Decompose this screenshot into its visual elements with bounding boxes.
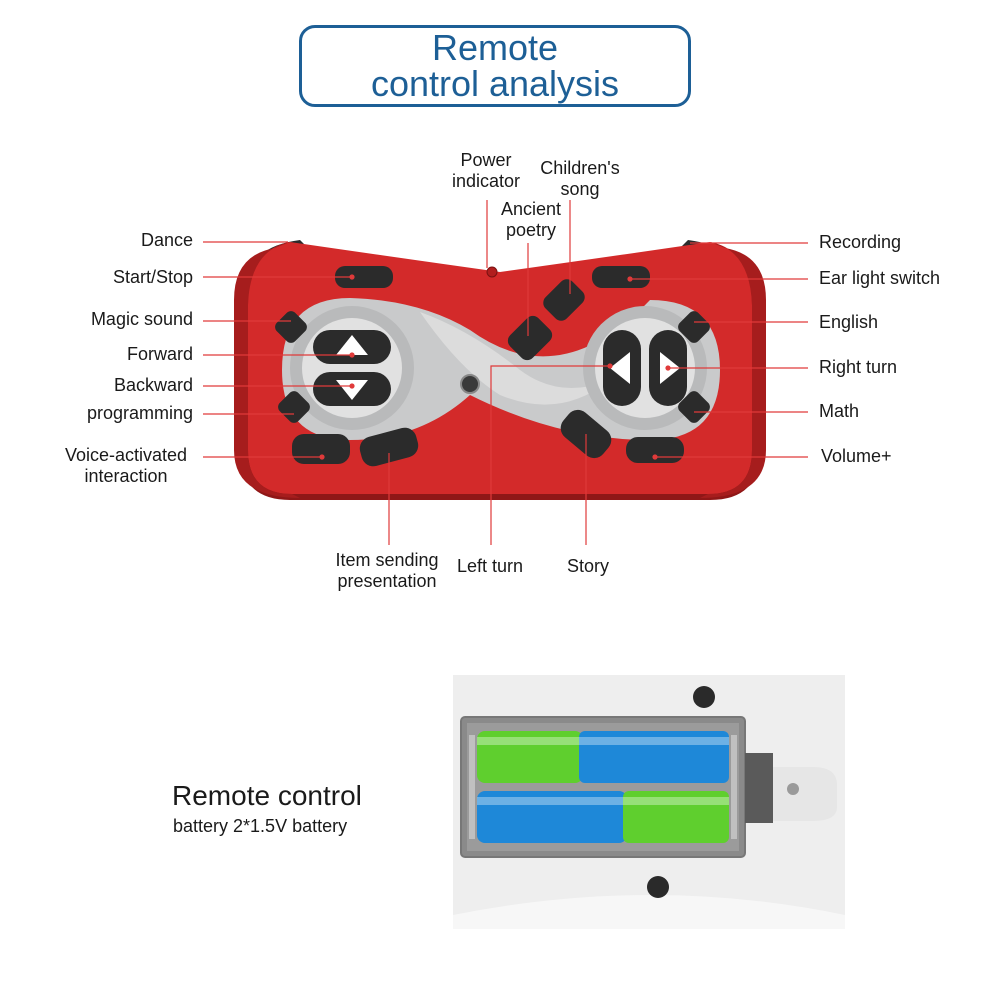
power-indicator-led — [486, 266, 498, 278]
label-children-line-1: Children's — [540, 158, 620, 178]
label-item-line-1: Item sending — [335, 550, 439, 570]
contact-left — [469, 735, 475, 839]
battery-title: Remote control — [172, 780, 362, 811]
contact-right — [731, 735, 737, 839]
label-math: Math — [819, 401, 860, 421]
battery-top-shine — [477, 737, 729, 745]
label-forward: Forward — [126, 344, 193, 364]
label-ancient-line-2: poetry — [505, 220, 557, 240]
leader-left-turn — [490, 365, 610, 545]
magic-sound-button — [275, 311, 307, 343]
label-power-line-2: indicator — [451, 171, 521, 191]
left-turn-arrow-icon — [610, 352, 630, 384]
battery-clip — [745, 753, 773, 823]
label-english: English — [819, 312, 879, 332]
backward-arrow-icon — [336, 380, 368, 400]
label-children-line-2: song — [560, 179, 600, 199]
label-programming: programming — [86, 403, 193, 423]
battery-bottom-green — [623, 791, 729, 843]
battery-subtitle: battery 2*1.5V battery — [173, 816, 348, 836]
battery-clip-hinge — [773, 767, 837, 821]
label-voice-activated: Voice-activated interaction — [56, 445, 196, 487]
label-backward: Backward — [113, 375, 193, 395]
title-line-1: Remote — [431, 27, 559, 68]
battery-bottom-blue — [477, 791, 627, 843]
battery-top-blue — [579, 731, 729, 783]
forward-arrow-icon — [336, 335, 368, 355]
start-stop-button — [335, 266, 393, 288]
label-power-line-1: Power — [460, 150, 512, 170]
title-line-2: control analysis — [370, 63, 620, 104]
hinge-screw — [787, 783, 799, 795]
gray-panel-highlight — [420, 312, 610, 405]
casing-curve-bottom — [453, 895, 845, 929]
remote-diagram — [203, 200, 808, 545]
item-sending-button — [359, 427, 419, 467]
label-right-turn: Right turn — [819, 357, 898, 377]
label-story: Story — [566, 556, 609, 576]
voice-activated-button — [292, 434, 350, 464]
title-box: Remote control analysis — [299, 25, 691, 107]
label-ear-light-switch: Ear light switch — [819, 268, 941, 288]
ear-light-switch-button — [592, 266, 650, 288]
math-button — [678, 391, 710, 423]
battery-compartment-image — [453, 675, 845, 929]
screw-top — [693, 686, 715, 708]
label-magic-sound: Magic sound — [90, 309, 193, 329]
english-button — [678, 311, 710, 343]
center-hole — [460, 374, 480, 394]
label-recording: Recording — [819, 232, 902, 252]
controller-body-edge-right — [700, 242, 766, 498]
label-dance: Dance — [140, 230, 193, 250]
label-voice-line-1: Voice-activated — [64, 445, 188, 465]
label-power-indicator: Power indicator — [436, 150, 536, 192]
leader-lines — [203, 200, 808, 545]
programming-button — [278, 391, 310, 423]
controller-body-edge — [234, 242, 300, 498]
label-left-turn: Left turn — [456, 556, 524, 576]
childrens-song-button — [543, 279, 585, 321]
label-start-stop: Start/Stop — [112, 267, 193, 287]
label-ancient-poetry: Ancient poetry — [481, 199, 581, 241]
ancient-poetry-button — [507, 315, 553, 361]
label-childrens-song: Children's song — [530, 158, 630, 200]
battery-bottom-shine — [477, 797, 729, 805]
label-ancient-line-1: Ancient — [500, 199, 562, 219]
label-volume-plus: Volume+ — [821, 446, 892, 466]
label-voice-line-2: interaction — [84, 466, 168, 486]
label-item-line-2: presentation — [337, 571, 437, 591]
battery-top-green — [477, 731, 583, 783]
screw-bottom — [647, 876, 669, 898]
label-item-sending: Item sending presentation — [320, 550, 454, 592]
